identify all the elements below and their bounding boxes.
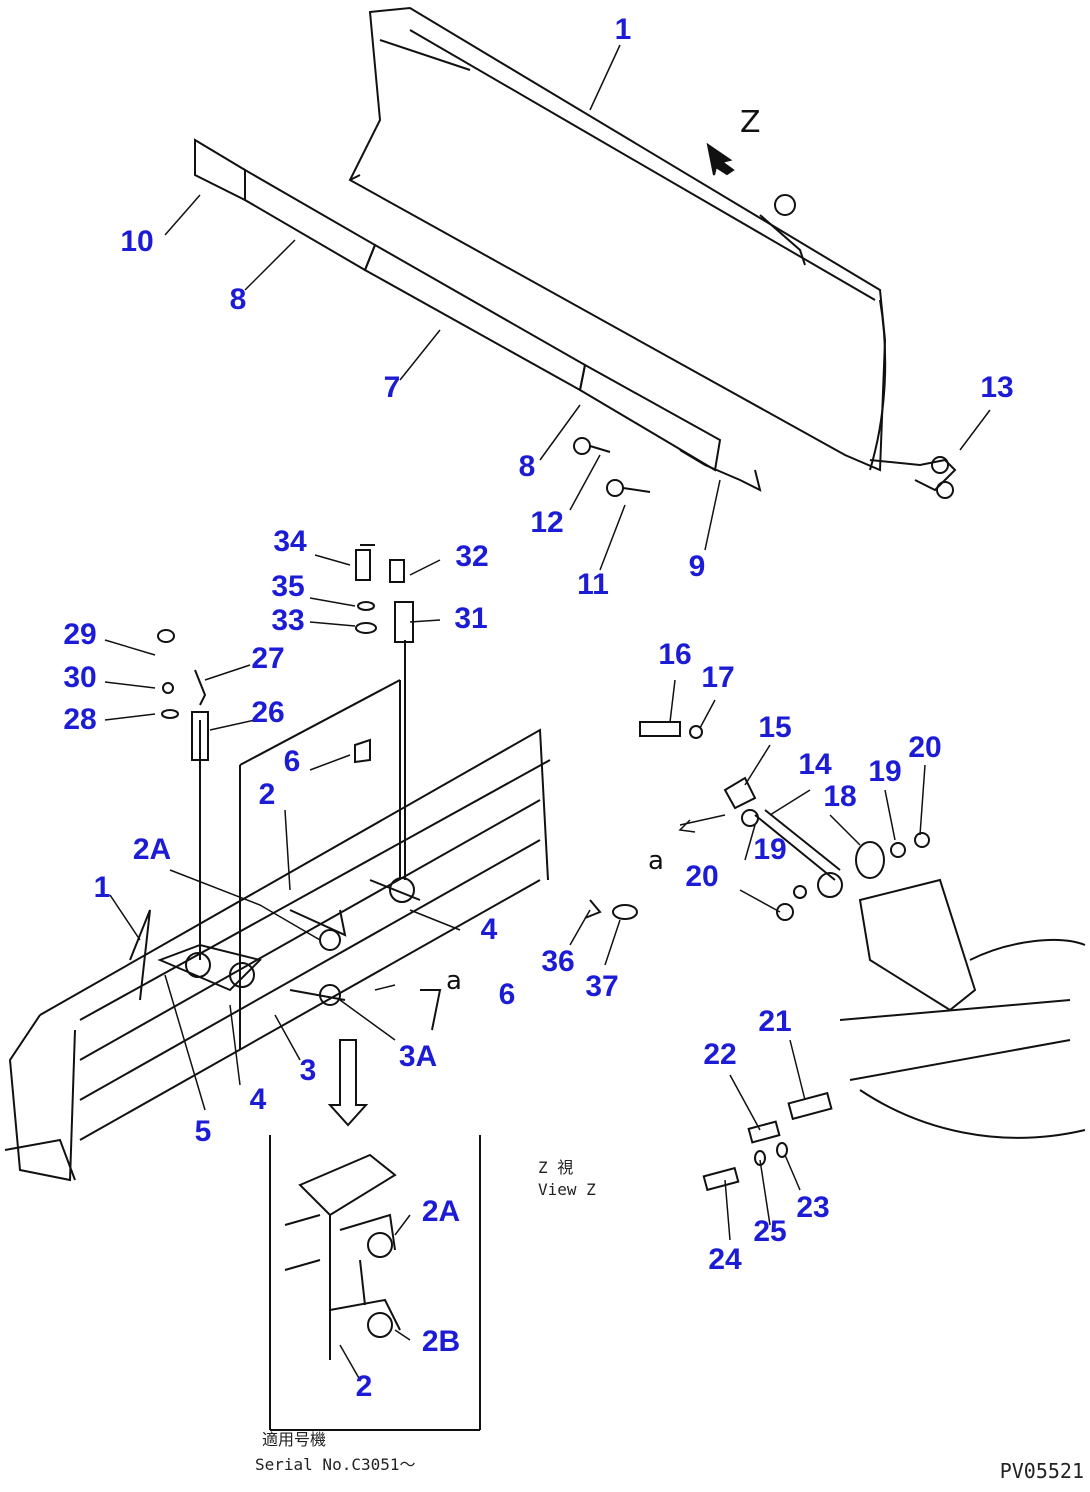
leaders-right xyxy=(669,679,926,1241)
callout-2B-detail: 2B xyxy=(421,1325,461,1358)
brackets xyxy=(157,640,421,1006)
callout-6-top: 6 xyxy=(283,745,301,778)
callout-37: 37 xyxy=(585,970,619,1003)
callout-36: 36 xyxy=(541,945,575,978)
callout-30: 30 xyxy=(63,661,97,694)
arrow-a-label-right: a xyxy=(648,846,664,876)
callout-23: 23 xyxy=(796,1191,830,1224)
callout-20-bottom: 20 xyxy=(685,860,719,893)
view-z-label: Z xyxy=(740,105,761,140)
callout-3A: 3A xyxy=(398,1040,438,1073)
callout-4-left: 4 xyxy=(249,1083,267,1116)
callout-32: 32 xyxy=(455,540,489,573)
callout-2: 2 xyxy=(258,778,276,811)
callout-21: 21 xyxy=(758,1005,792,1038)
callout-27: 27 xyxy=(251,642,285,675)
callout-12: 12 xyxy=(530,506,564,539)
callout-3: 3 xyxy=(299,1054,317,1087)
callout-17: 17 xyxy=(701,661,735,694)
callout-1-blade: 1 xyxy=(614,13,632,46)
callout-5: 5 xyxy=(194,1115,212,1148)
callout-14: 14 xyxy=(798,748,832,781)
callout-8-left: 8 xyxy=(229,283,247,316)
callout-19-bottom: 19 xyxy=(753,833,787,866)
small-parts xyxy=(157,544,638,1031)
callout-4-right: 4 xyxy=(480,913,498,946)
callout-34: 34 xyxy=(273,525,307,558)
callout-15: 15 xyxy=(758,711,792,744)
callout-13: 13 xyxy=(980,371,1014,404)
callout-8-right: 8 xyxy=(518,450,536,483)
leaders-top xyxy=(164,44,991,571)
callout-26: 26 xyxy=(251,696,285,729)
blade-assembly-lower xyxy=(4,679,551,1182)
callout-29: 29 xyxy=(63,618,97,651)
serial-note-jp: 適用号機 xyxy=(262,1430,327,1449)
view-note-jp: Z 視 xyxy=(538,1158,574,1177)
cutting-edges xyxy=(194,138,722,472)
callout-9: 9 xyxy=(688,550,706,583)
callout-33: 33 xyxy=(271,604,305,637)
callout-16: 16 xyxy=(658,638,692,671)
view-z-arrow xyxy=(706,142,735,176)
detail-arrow xyxy=(327,1039,369,1127)
drawing-number: PV05521 xyxy=(999,1459,1084,1483)
callout-19-top: 19 xyxy=(868,755,902,788)
leaders-lower xyxy=(104,554,621,1111)
link-assembly xyxy=(639,721,1086,1192)
callout-2-detail: 2 xyxy=(355,1370,373,1403)
callout-22: 22 xyxy=(703,1038,737,1071)
callout-2A-detail: 2A xyxy=(421,1195,461,1228)
callout-35: 35 xyxy=(271,570,305,603)
callout-7: 7 xyxy=(383,371,401,404)
callout-10: 10 xyxy=(120,225,154,258)
callout-20-top: 20 xyxy=(908,731,942,764)
callout-31: 31 xyxy=(454,602,488,635)
blade-assembly-top xyxy=(348,6,887,472)
callout-28: 28 xyxy=(63,703,97,736)
callout-6-right: 6 xyxy=(498,978,516,1011)
callout-1-lower: 1 xyxy=(93,871,111,904)
detail-view-box xyxy=(269,1135,481,1431)
callout-18: 18 xyxy=(823,780,857,813)
callout-2A: 2A xyxy=(132,833,172,866)
view-note-en: View Z xyxy=(538,1180,596,1199)
arrow-a-label-left: a xyxy=(446,966,462,996)
blade-bolts xyxy=(573,437,957,499)
callout-24: 24 xyxy=(708,1243,742,1276)
serial-note-en: Serial No.C3051～ xyxy=(255,1455,416,1474)
callout-25: 25 xyxy=(753,1215,787,1248)
callout-11: 11 xyxy=(577,568,609,601)
